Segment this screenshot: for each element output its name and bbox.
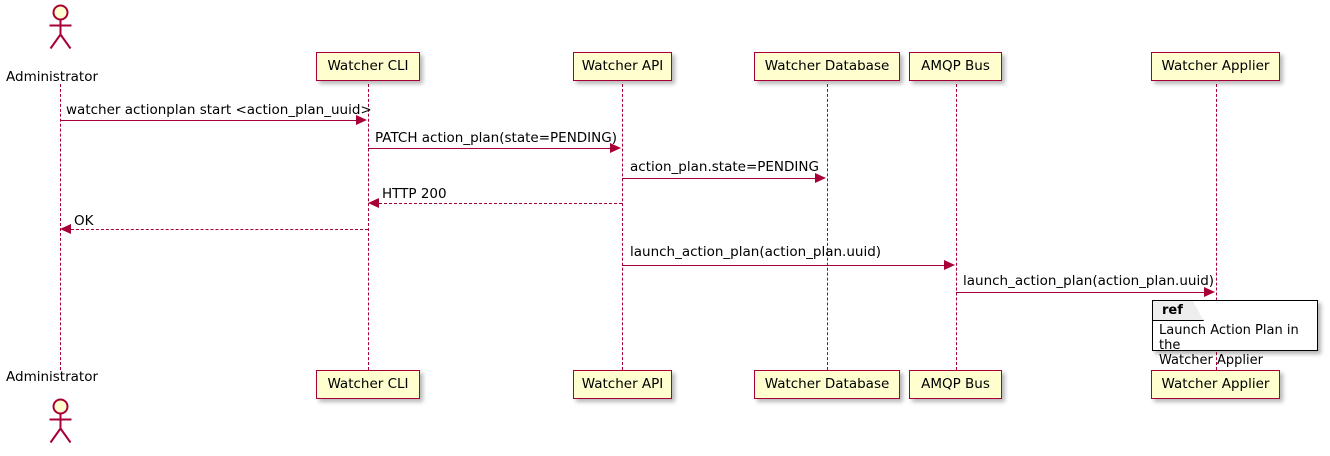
participant-box-amqp-bus-bottom[interactable]: AMQP Bus: [909, 370, 1002, 399]
message-arrowhead-patch-action-plan: [610, 143, 621, 153]
lifeline-amqp-bus: [956, 84, 957, 370]
participant-box-watcher-cli-bottom[interactable]: Watcher CLI: [316, 370, 420, 399]
participant-label-watcher-api-top: Watcher API: [581, 57, 664, 74]
actor-administrator-bottom: [40, 396, 80, 444]
lifeline-watcher-applier: [1216, 84, 1217, 370]
participant-box-watcher-applier-top[interactable]: Watcher Applier: [1151, 52, 1280, 81]
message-label-action-plan-state-pending: action_plan.state=PENDING: [630, 159, 819, 175]
message-line-launch-action-plan-applier: [956, 292, 1205, 293]
participant-label-watcher-api-bottom: Watcher API: [581, 375, 664, 392]
message-line-watcher-actionplan-start: [60, 120, 357, 121]
participant-label-watcher-cli-bottom: Watcher CLI: [327, 375, 409, 392]
participant-label-amqp-bus-top: AMQP Bus: [921, 57, 990, 74]
message-label-launch-action-plan-amqp: launch_action_plan(action_plan.uuid): [630, 244, 882, 260]
message-arrowhead-launch-action-plan-amqp: [944, 260, 955, 270]
participant-box-watcher-cli-top[interactable]: Watcher CLI: [316, 52, 420, 81]
message-arrowhead-ok: [60, 224, 71, 234]
participant-box-watcher-api-top[interactable]: Watcher API: [573, 52, 672, 81]
message-label-ok: OK: [74, 213, 94, 229]
actor-label-administrator-top: Administrator: [6, 69, 99, 85]
lifeline-watcher-api: [622, 84, 623, 370]
message-line-action-plan-state-pending: [622, 178, 816, 179]
actor-administrator-top: [40, 2, 80, 50]
ref-fragment[interactable]: ref Launch Action Plan in the Watcher Ap…: [1152, 300, 1318, 368]
message-arrowhead-launch-action-plan-applier: [1204, 287, 1215, 297]
actor-label-administrator-bottom: Administrator: [6, 369, 99, 385]
participant-box-watcher-api-bottom[interactable]: Watcher API: [573, 370, 672, 399]
message-label-launch-action-plan-applier: launch_action_plan(action_plan.uuid): [963, 273, 1215, 289]
message-label-watcher-actionplan-start: watcher actionplan start <action_plan_uu…: [66, 102, 372, 118]
participant-label-amqp-bus-bottom: AMQP Bus: [921, 375, 990, 392]
message-line-launch-action-plan-amqp: [622, 265, 945, 266]
message-label-patch-action-plan: PATCH action_plan(state=PENDING): [375, 130, 617, 146]
message-label-http-200: HTTP 200: [382, 186, 447, 202]
participant-label-watcher-cli-top: Watcher CLI: [327, 57, 409, 74]
message-line-ok: [71, 229, 368, 230]
message-arrowhead-action-plan-state-pending: [815, 173, 826, 183]
participant-label-watcher-database-bottom: Watcher Database: [764, 375, 890, 392]
message-arrowhead-http-200: [368, 198, 379, 208]
participant-box-watcher-applier-bottom[interactable]: Watcher Applier: [1151, 370, 1280, 399]
lifeline-watcher-cli: [368, 84, 369, 370]
ref-fragment-text: Launch Action Plan in the Watcher Applie…: [1159, 323, 1299, 368]
message-line-http-200: [379, 203, 622, 204]
actor-figure-icon: [49, 4, 72, 50]
lifeline-watcher-database: [827, 84, 828, 370]
participant-label-watcher-database-top: Watcher Database: [764, 57, 890, 74]
actor-figure-icon: [49, 398, 72, 444]
participant-box-watcher-database-bottom[interactable]: Watcher Database: [754, 370, 900, 399]
participant-box-amqp-bus-top[interactable]: AMQP Bus: [909, 52, 1002, 81]
participant-label-watcher-applier-bottom: Watcher Applier: [1161, 375, 1270, 392]
participant-box-watcher-database-top[interactable]: Watcher Database: [754, 52, 900, 81]
participant-label-watcher-applier-top: Watcher Applier: [1161, 57, 1270, 74]
ref-fragment-tag-label: ref: [1162, 303, 1183, 318]
message-line-patch-action-plan: [368, 148, 611, 149]
message-arrowhead-watcher-actionplan-start: [356, 115, 367, 125]
ref-fragment-tab: ref: [1153, 301, 1204, 321]
